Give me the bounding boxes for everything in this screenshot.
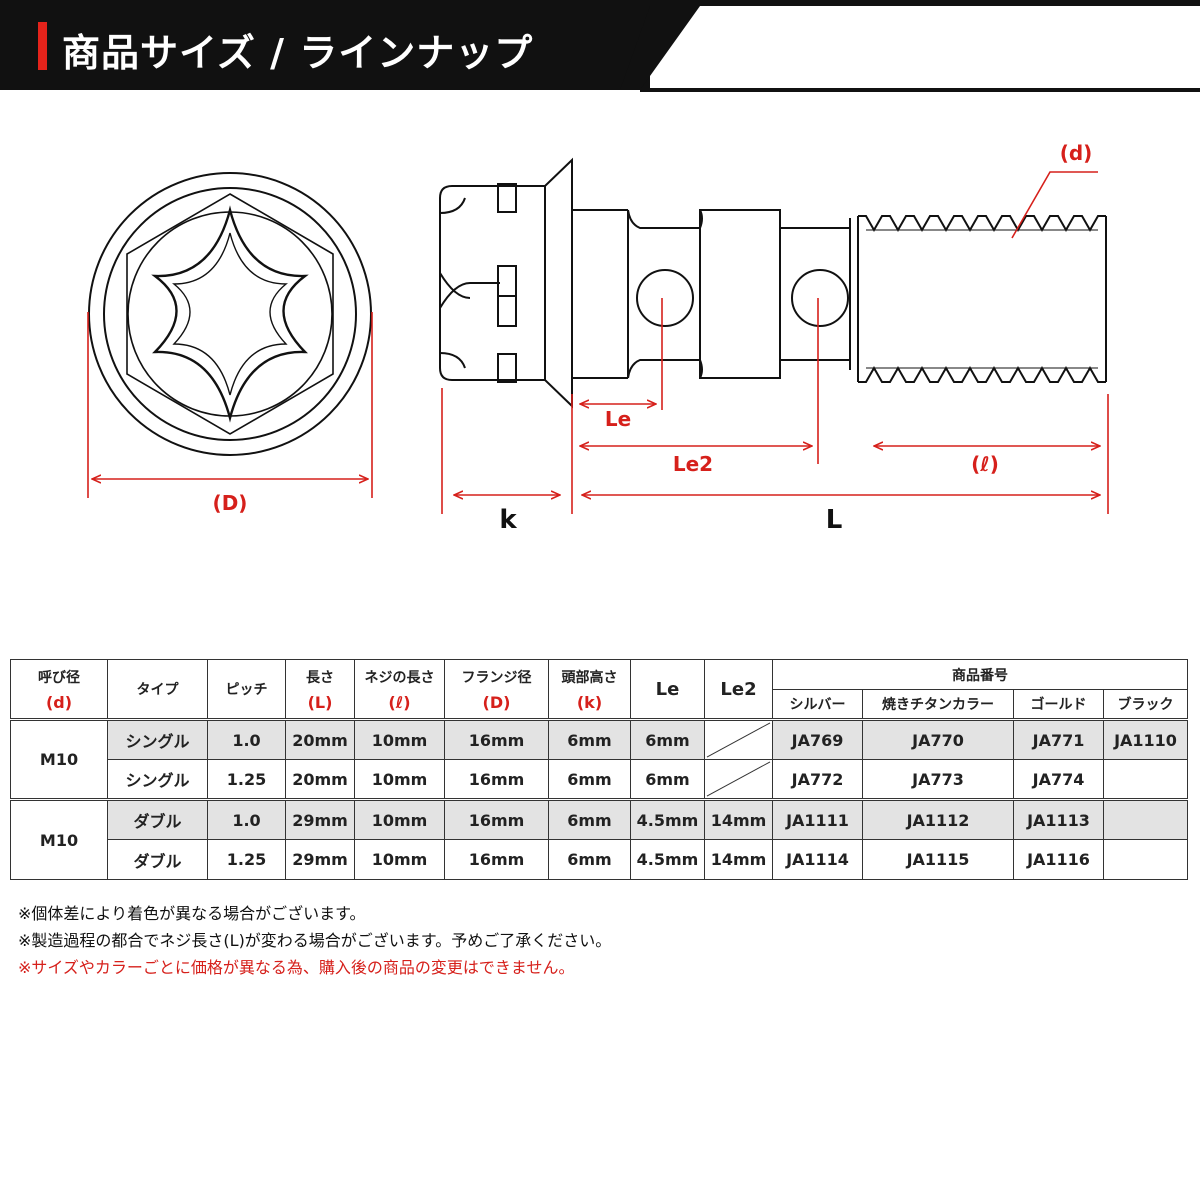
dimension-lines	[87, 171, 1109, 514]
cell-silver: JA1114	[772, 839, 863, 880]
note-no-exchange: ※サイズやカラーごとに価格が異なる為、購入後の商品の変更はできません。	[18, 958, 575, 977]
cell-flange: 16mm	[444, 759, 549, 800]
cell-titan: JA770	[862, 718, 1014, 760]
cell-black	[1103, 759, 1188, 800]
cell-size: M10	[10, 718, 108, 800]
header-gold: ゴールド	[1013, 689, 1104, 720]
cell-silver: JA772	[772, 759, 863, 800]
cell-pitch: 1.25	[207, 839, 286, 880]
label-d: (d)	[1060, 141, 1093, 165]
header-type: タイプ	[107, 659, 208, 720]
cell-le2-na	[704, 759, 773, 800]
cell-head-height: 6mm	[548, 718, 631, 760]
label-Le2: Le2	[673, 452, 713, 476]
header-le: Le	[630, 659, 705, 720]
header-head-height: 頭部高さ (k)	[548, 659, 631, 720]
table-subheader-row: シルバー 焼きチタンカラー ゴールド ブラック	[11, 689, 1188, 720]
cell-le: 4.5mm	[630, 798, 705, 840]
cell-silver: JA1111	[772, 798, 863, 840]
cell-thread-length: 10mm	[354, 759, 445, 800]
cell-gold: JA774	[1013, 759, 1104, 800]
label-Le: Le	[605, 407, 631, 431]
cell-black	[1103, 839, 1188, 880]
cell-le: 6mm	[630, 718, 705, 760]
header-length: 長さ (L)	[285, 659, 355, 720]
header-nominal: 呼び径 (d)	[10, 659, 108, 720]
banner-background	[0, 0, 1200, 98]
cell-le: 4.5mm	[630, 839, 705, 880]
table-row: シングル 1.25 20mm 10mm 16mm 6mm 6mm JA772 J…	[11, 759, 1188, 800]
cell-length: 29mm	[285, 798, 355, 840]
page-title: 商品サイズ / ラインナップ	[62, 31, 534, 75]
table-row: M10 ダブル 1.0 29mm 10mm 16mm 6mm 4.5mm 14m…	[10, 798, 1188, 880]
bolt-side-view	[439, 157, 1107, 409]
head-front-view	[88, 172, 372, 456]
header-le2: Le2	[704, 659, 773, 720]
header-thread-length: ネジの長さ (ℓ)	[354, 659, 445, 720]
cell-head-height: 6mm	[548, 839, 631, 880]
cell-type: シングル	[107, 759, 208, 800]
cell-flange: 16mm	[444, 798, 549, 840]
label-k: k	[499, 505, 517, 535]
cell-black: JA1110	[1103, 718, 1188, 760]
label-L: L	[826, 505, 843, 535]
table-header-row: 呼び径 (d) タイプ ピッチ 長さ (L) ネジの長さ (ℓ) フランジ径 (…	[10, 659, 1188, 720]
cell-black	[1103, 798, 1188, 840]
notes: ※個体差により着色が異なる場合がございます。 ※製造過程の都合でネジ長さ(L)が…	[18, 900, 611, 981]
cell-le2-na	[704, 718, 773, 760]
cell-length: 20mm	[285, 718, 355, 760]
cell-size: M10	[10, 798, 108, 880]
cell-thread-length: 10mm	[354, 839, 445, 880]
cell-head-height: 6mm	[548, 798, 631, 840]
cell-head-height: 6mm	[548, 759, 631, 800]
note-color-variance: ※個体差により着色が異なる場合がございます。	[18, 904, 366, 923]
cell-le: 6mm	[630, 759, 705, 800]
header-banner: 商品サイズ / ラインナップ	[0, 0, 1200, 98]
cell-gold: JA1116	[1013, 839, 1104, 880]
cell-type: シングル	[107, 718, 208, 760]
banner-accent-bar	[38, 22, 47, 70]
header-pitch: ピッチ	[207, 659, 286, 720]
label-thread-length: (ℓ)	[971, 452, 999, 476]
cell-length: 20mm	[285, 759, 355, 800]
header-silver: シルバー	[772, 689, 863, 720]
cell-le2: 14mm	[704, 798, 773, 840]
header-black: ブラック	[1103, 689, 1188, 720]
cell-titan: JA1115	[862, 839, 1014, 880]
dimension-labels: (D) (d) Le Le2 (ℓ)	[213, 141, 1093, 515]
cell-gold: JA1113	[1013, 798, 1104, 840]
cell-pitch: 1.25	[207, 759, 286, 800]
dimension-labels-black: k L	[499, 505, 842, 535]
label-D: (D)	[213, 491, 248, 515]
cell-thread-length: 10mm	[354, 798, 445, 840]
cell-type: ダブル	[107, 798, 208, 840]
table-row: M10 シングル 1.0 20mm 10mm 16mm 6mm 6mm JA76…	[10, 718, 1188, 800]
cell-titan: JA1112	[862, 798, 1014, 840]
header-titan: 焼きチタンカラー	[862, 689, 1014, 720]
cell-titan: JA773	[862, 759, 1014, 800]
cell-type: ダブル	[107, 839, 208, 880]
cell-pitch: 1.0	[207, 798, 286, 840]
cell-silver: JA769	[772, 718, 863, 760]
note-length-variance: ※製造過程の都合でネジ長さ(L)が変わる場合がございます。予めご了承ください。	[18, 931, 612, 950]
bolt-diagram: (D) (d) Le Le2 (ℓ) k L	[87, 141, 1109, 535]
cell-le2: 14mm	[704, 839, 773, 880]
table-row: ダブル 1.25 29mm 10mm 16mm 6mm 4.5mm 14mm J…	[11, 839, 1188, 880]
cell-flange: 16mm	[444, 718, 549, 760]
cell-length: 29mm	[285, 839, 355, 880]
cell-gold: JA771	[1013, 718, 1104, 760]
cell-pitch: 1.0	[207, 718, 286, 760]
cell-thread-length: 10mm	[354, 718, 445, 760]
spec-table: 呼び径 (d) タイプ ピッチ 長さ (L) ネジの長さ (ℓ) フランジ径 (…	[10, 659, 1188, 880]
cell-flange: 16mm	[444, 839, 549, 880]
header-flange: フランジ径 (D)	[444, 659, 549, 720]
header-product-number: 商品番号	[772, 659, 1188, 690]
